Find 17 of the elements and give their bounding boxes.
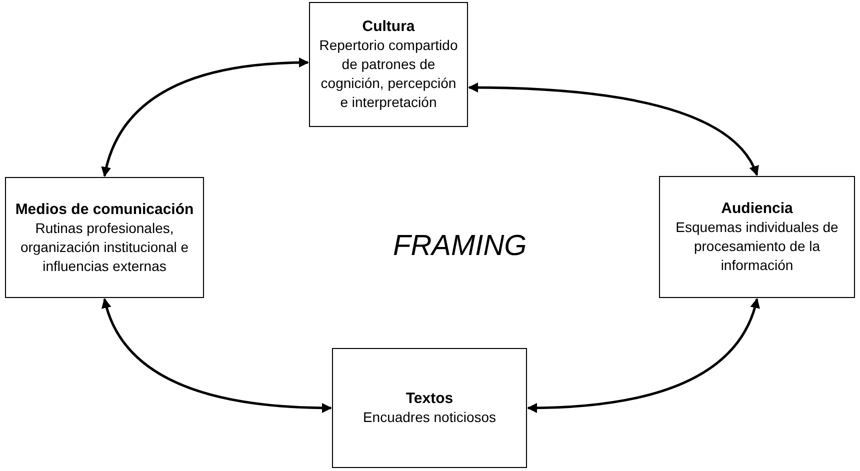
concept-box	[332, 348, 527, 468]
curved-double-arrow	[102, 58, 309, 177]
box-heading: Medios de comunicación	[15, 200, 194, 218]
concept-box	[5, 177, 204, 298]
box-heading: Cultura	[362, 17, 415, 36]
curved-double-arrow	[468, 82, 758, 176]
box-description: Encuadres noticiosos	[362, 408, 496, 427]
concept-box	[309, 2, 468, 127]
center-label: FRAMING	[393, 230, 527, 263]
box-heading: Textos	[406, 389, 454, 408]
curved-double-arrow	[527, 298, 760, 413]
box-description: Repertorio compartido de patrones de cognición, percepción e interpretación	[318, 36, 459, 112]
concept-box	[659, 176, 855, 298]
box-description: Esquemas individuales de procesamiento de la información	[674, 218, 840, 275]
curved-double-arrow	[102, 298, 332, 413]
box-description: Rutinas profesionales, organización institucional e influencias externas	[19, 218, 190, 276]
box-heading: Audiencia	[721, 199, 793, 218]
